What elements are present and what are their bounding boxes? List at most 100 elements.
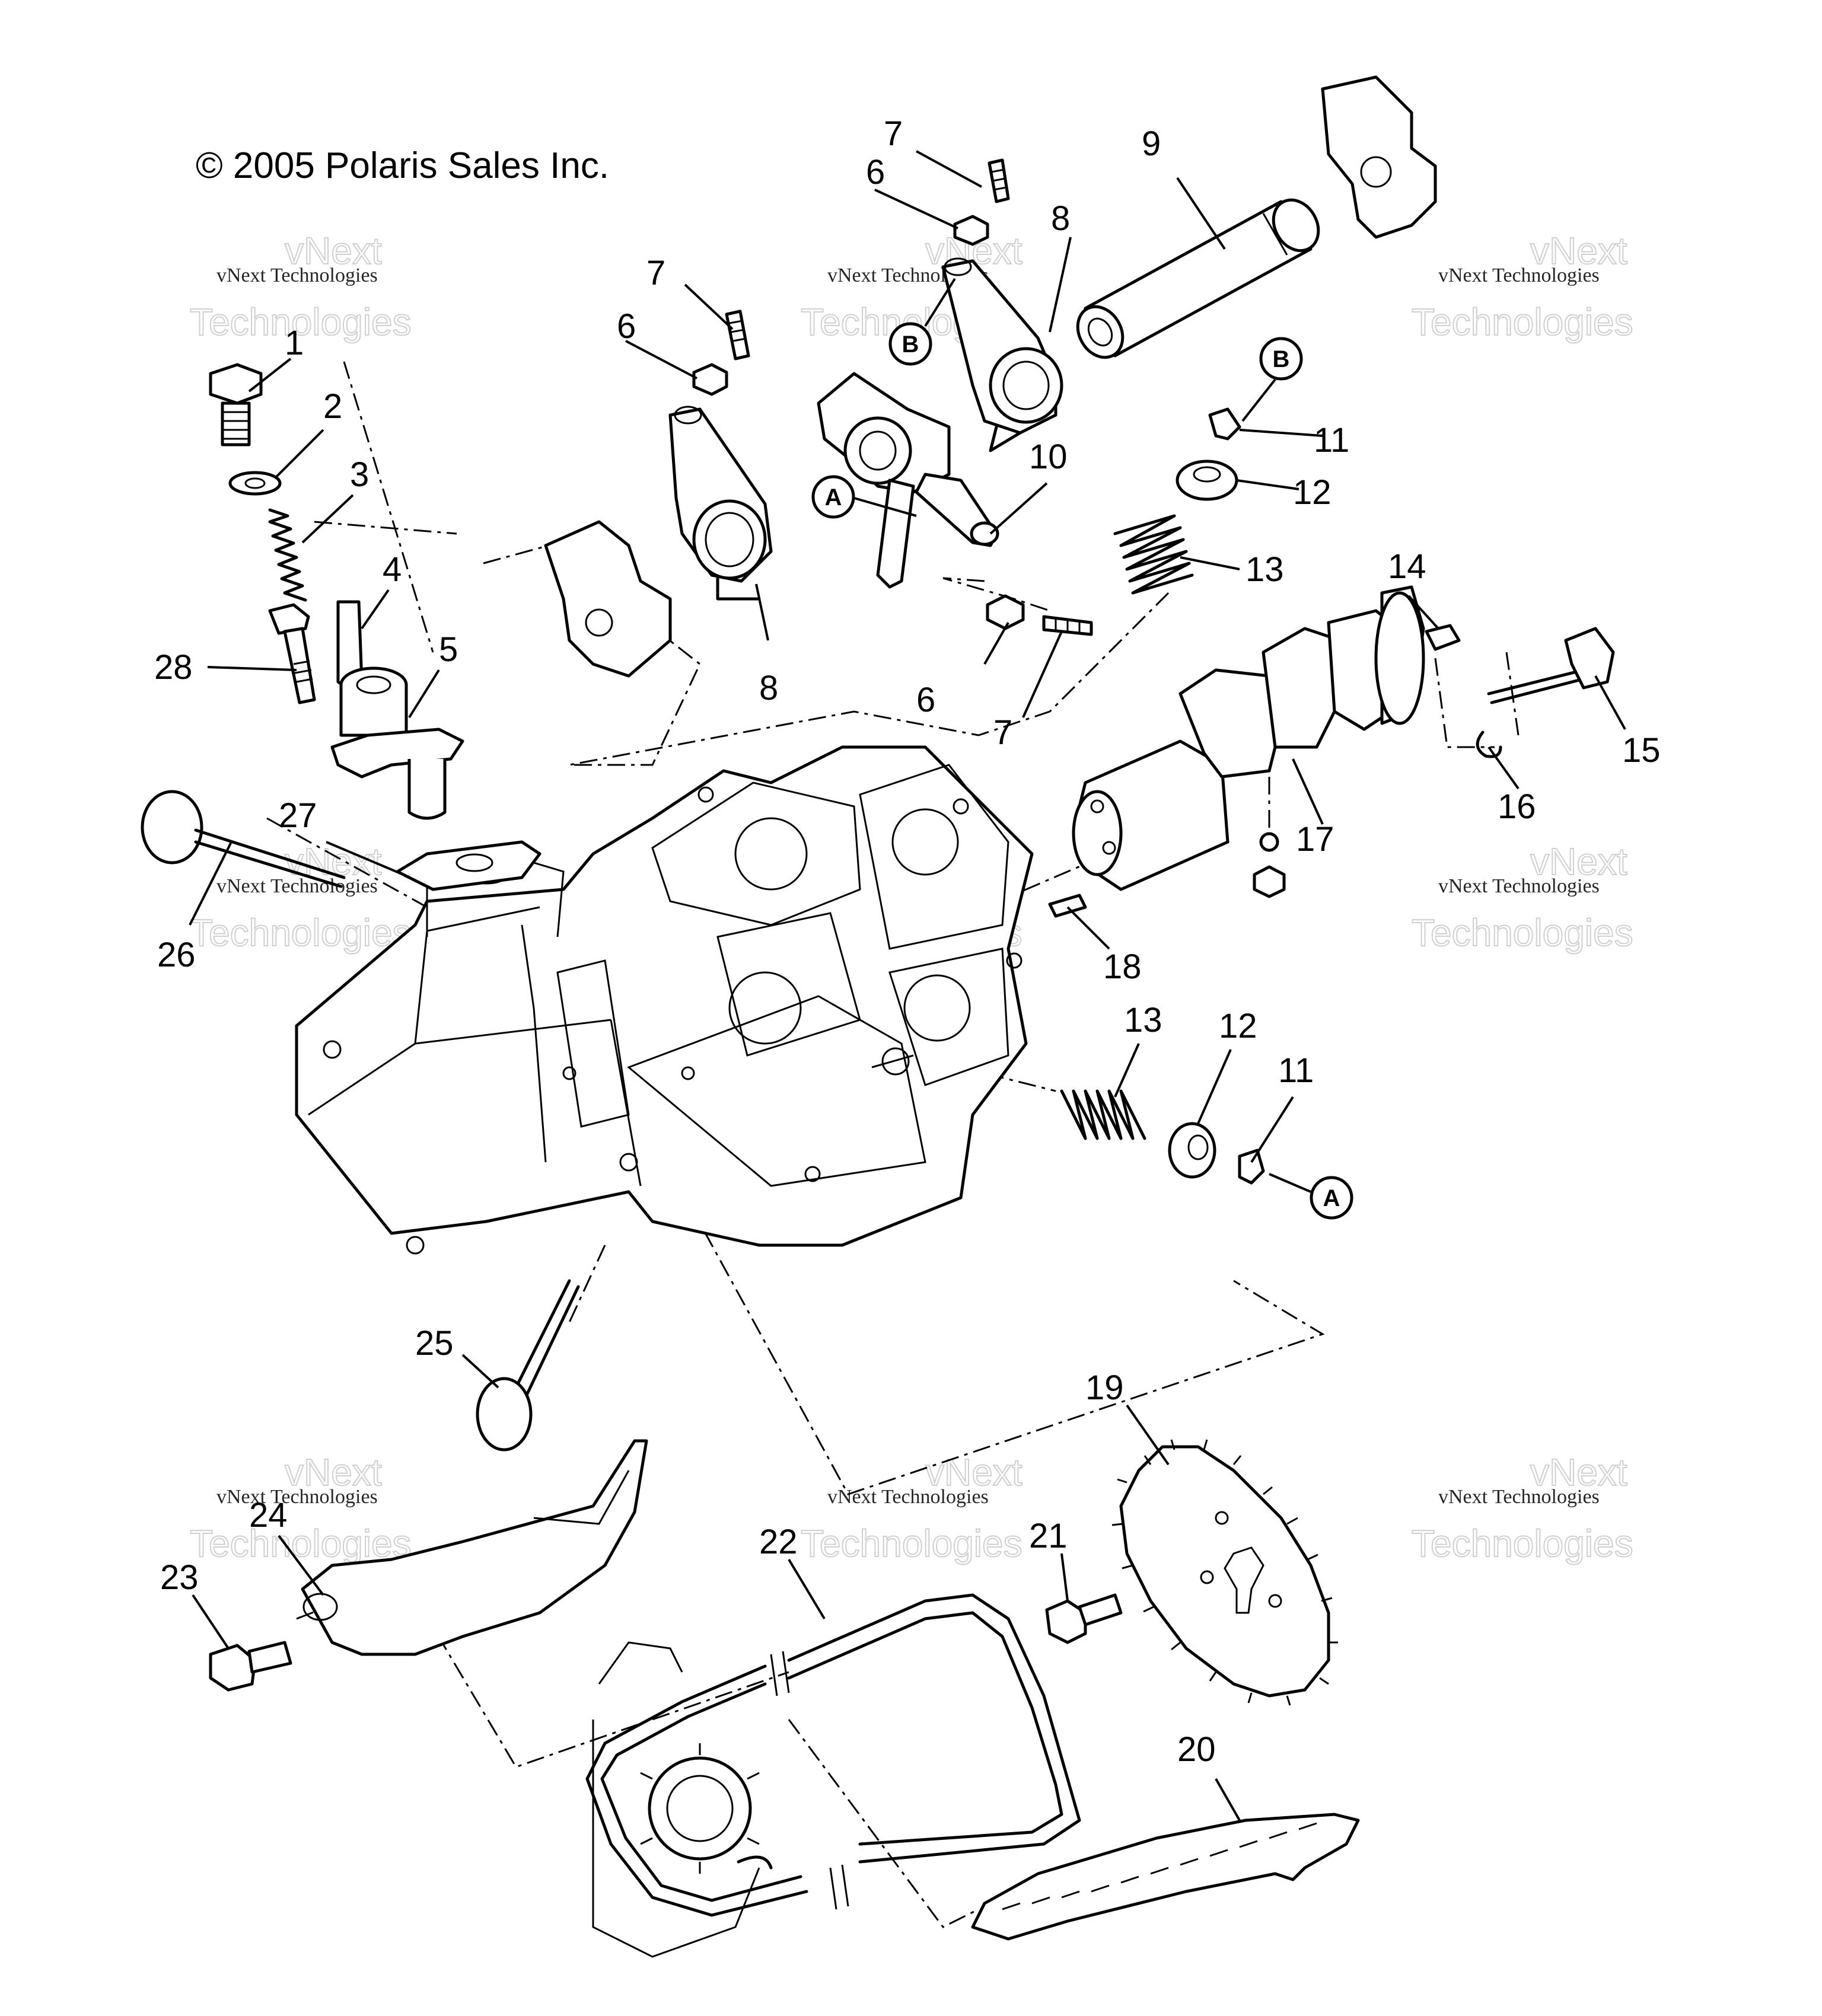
callout-8: 8 — [759, 669, 778, 707]
part-11-keeper-lower — [1238, 1149, 1265, 1185]
watermark-big: Technologies — [801, 1522, 1023, 1565]
callout-4: 4 — [383, 550, 402, 589]
camshaft-nut — [1253, 865, 1286, 898]
copyright-notice: © 2005 Polaris Sales Inc. — [196, 145, 609, 186]
watermark-small: vNext Technologies — [1438, 875, 1600, 897]
watermark-small: vNext Technologies — [1438, 1486, 1600, 1508]
part-26-valve — [141, 790, 346, 888]
part-9-rocker-shaft — [1076, 198, 1320, 359]
cylinder-head — [295, 745, 1034, 1255]
part-8-rocker-arm-right — [941, 257, 1063, 452]
watermark-big: Technologies — [190, 301, 412, 343]
watermark-small: vNext Technologies — [216, 1486, 378, 1508]
part-11-keeper-upper — [1208, 407, 1241, 441]
callout-13: 13 — [1246, 550, 1284, 589]
part-6-nut-mid — [692, 363, 728, 396]
callout-11: 11 — [1314, 421, 1349, 460]
part-20-chain-guide — [971, 1813, 1360, 1941]
callout-6: 6 — [617, 307, 636, 346]
part-19-sprocket — [1111, 1439, 1338, 1706]
watermark-big: vNext — [285, 840, 382, 883]
callout-7: 7 — [884, 114, 903, 153]
watermark-big: vNext — [285, 229, 382, 272]
marker-b-label: B — [902, 331, 919, 358]
callout-25: 25 — [415, 1324, 454, 1363]
watermark-big: vNext — [285, 1451, 382, 1494]
callout-16: 16 — [1498, 787, 1536, 826]
callout-12: 12 — [1293, 473, 1332, 512]
part-13-spring-upper — [1113, 514, 1194, 595]
callout-7: 7 — [646, 254, 665, 292]
callout-24: 24 — [249, 1496, 288, 1535]
part-8-rocker-arm-left — [668, 406, 773, 601]
callout-5: 5 — [439, 630, 458, 669]
camshaft-ball — [1259, 832, 1279, 852]
part-1-bolt — [209, 363, 263, 446]
marker-b-top: B — [888, 277, 956, 366]
watermark-big: Technologies — [190, 1522, 412, 1565]
watermark-big: Technologies — [190, 911, 412, 954]
part-28-bolt — [268, 603, 316, 704]
part-16-clip — [1476, 731, 1502, 758]
part-23-bolt — [209, 1641, 292, 1692]
watermark: vNext vNext Technologies Technologies — [189, 229, 412, 344]
callout-10: 10 — [1029, 438, 1068, 476]
watermark-big: Technologies — [1412, 301, 1633, 343]
part-12-retainer-lower — [1168, 1122, 1216, 1179]
crankcase-sprocket — [592, 1641, 773, 1958]
watermark-big: vNext — [1530, 1451, 1627, 1494]
callout-22: 22 — [759, 1523, 798, 1561]
part-6-nut-top — [953, 215, 989, 246]
callout-17: 17 — [1296, 820, 1334, 859]
watermark-small: vNext Technologies — [216, 875, 378, 897]
part-25-valve — [476, 1279, 580, 1452]
callout-6: 6 — [866, 153, 885, 192]
watermark-small: vNext Technologies — [1438, 264, 1600, 286]
watermark-big: vNext — [1530, 840, 1627, 883]
callout-3: 3 — [350, 455, 369, 494]
watermark: vNext vNext Technologies Technologies — [189, 840, 412, 955]
callout-9: 9 — [1142, 125, 1161, 163]
part-12-retainer-upper — [1176, 460, 1238, 501]
callout-27: 27 — [279, 796, 317, 835]
part-14-dowel — [1425, 624, 1461, 651]
marker-a-label: A — [825, 484, 842, 511]
callout-15: 15 — [1622, 731, 1661, 770]
callout-8: 8 — [1051, 199, 1070, 238]
watermark-small: vNext Technologies — [216, 264, 378, 286]
part-18-dowel-pin — [1048, 894, 1087, 918]
callout-26: 26 — [157, 936, 196, 974]
callout-21: 21 — [1029, 1517, 1068, 1555]
callout-23: 23 — [160, 1558, 199, 1597]
rocker-support-bracket — [544, 520, 672, 678]
callout-20: 20 — [1177, 1730, 1216, 1769]
part-7-screw-low — [1042, 615, 1093, 636]
marker-b-label: B — [1273, 346, 1290, 372]
watermark: vNext vNext Technologies Technologies — [1411, 229, 1634, 344]
part-2-washer — [228, 471, 282, 496]
part-17-camshaft — [1072, 585, 1425, 891]
watermark: vNext vNext Technologies Technologies — [1411, 840, 1634, 955]
callout-13: 13 — [1124, 1001, 1162, 1039]
leader-lines — [189, 150, 1626, 1821]
callout-7: 7 — [993, 713, 1012, 752]
watermark-big: vNext — [925, 1451, 1023, 1494]
callout-28: 28 — [154, 648, 193, 687]
callout-14: 14 — [1388, 547, 1426, 586]
callout-1: 1 — [285, 324, 304, 362]
part-13-spring-lower — [1060, 1089, 1146, 1140]
part-22-timing-chain — [585, 1593, 1081, 1917]
watermark-small: vNext Technologies — [827, 1486, 989, 1508]
part-6-nut-low — [986, 594, 1025, 630]
callout-18: 18 — [1103, 948, 1142, 986]
marker-a-left: A — [811, 475, 917, 519]
watermark-big: Technologies — [1412, 911, 1633, 954]
watermark-big: vNext — [1530, 229, 1627, 272]
part-3-spring — [268, 508, 307, 602]
marker-a-right: A — [1269, 1173, 1353, 1220]
callout-19: 19 — [1085, 1369, 1124, 1407]
watermark: vNext vNext Technologies Technologies — [1411, 1450, 1634, 1565]
watermark: vNext vNext Technologies Technologies — [800, 1450, 1023, 1565]
part-15-pin — [1487, 627, 1615, 704]
